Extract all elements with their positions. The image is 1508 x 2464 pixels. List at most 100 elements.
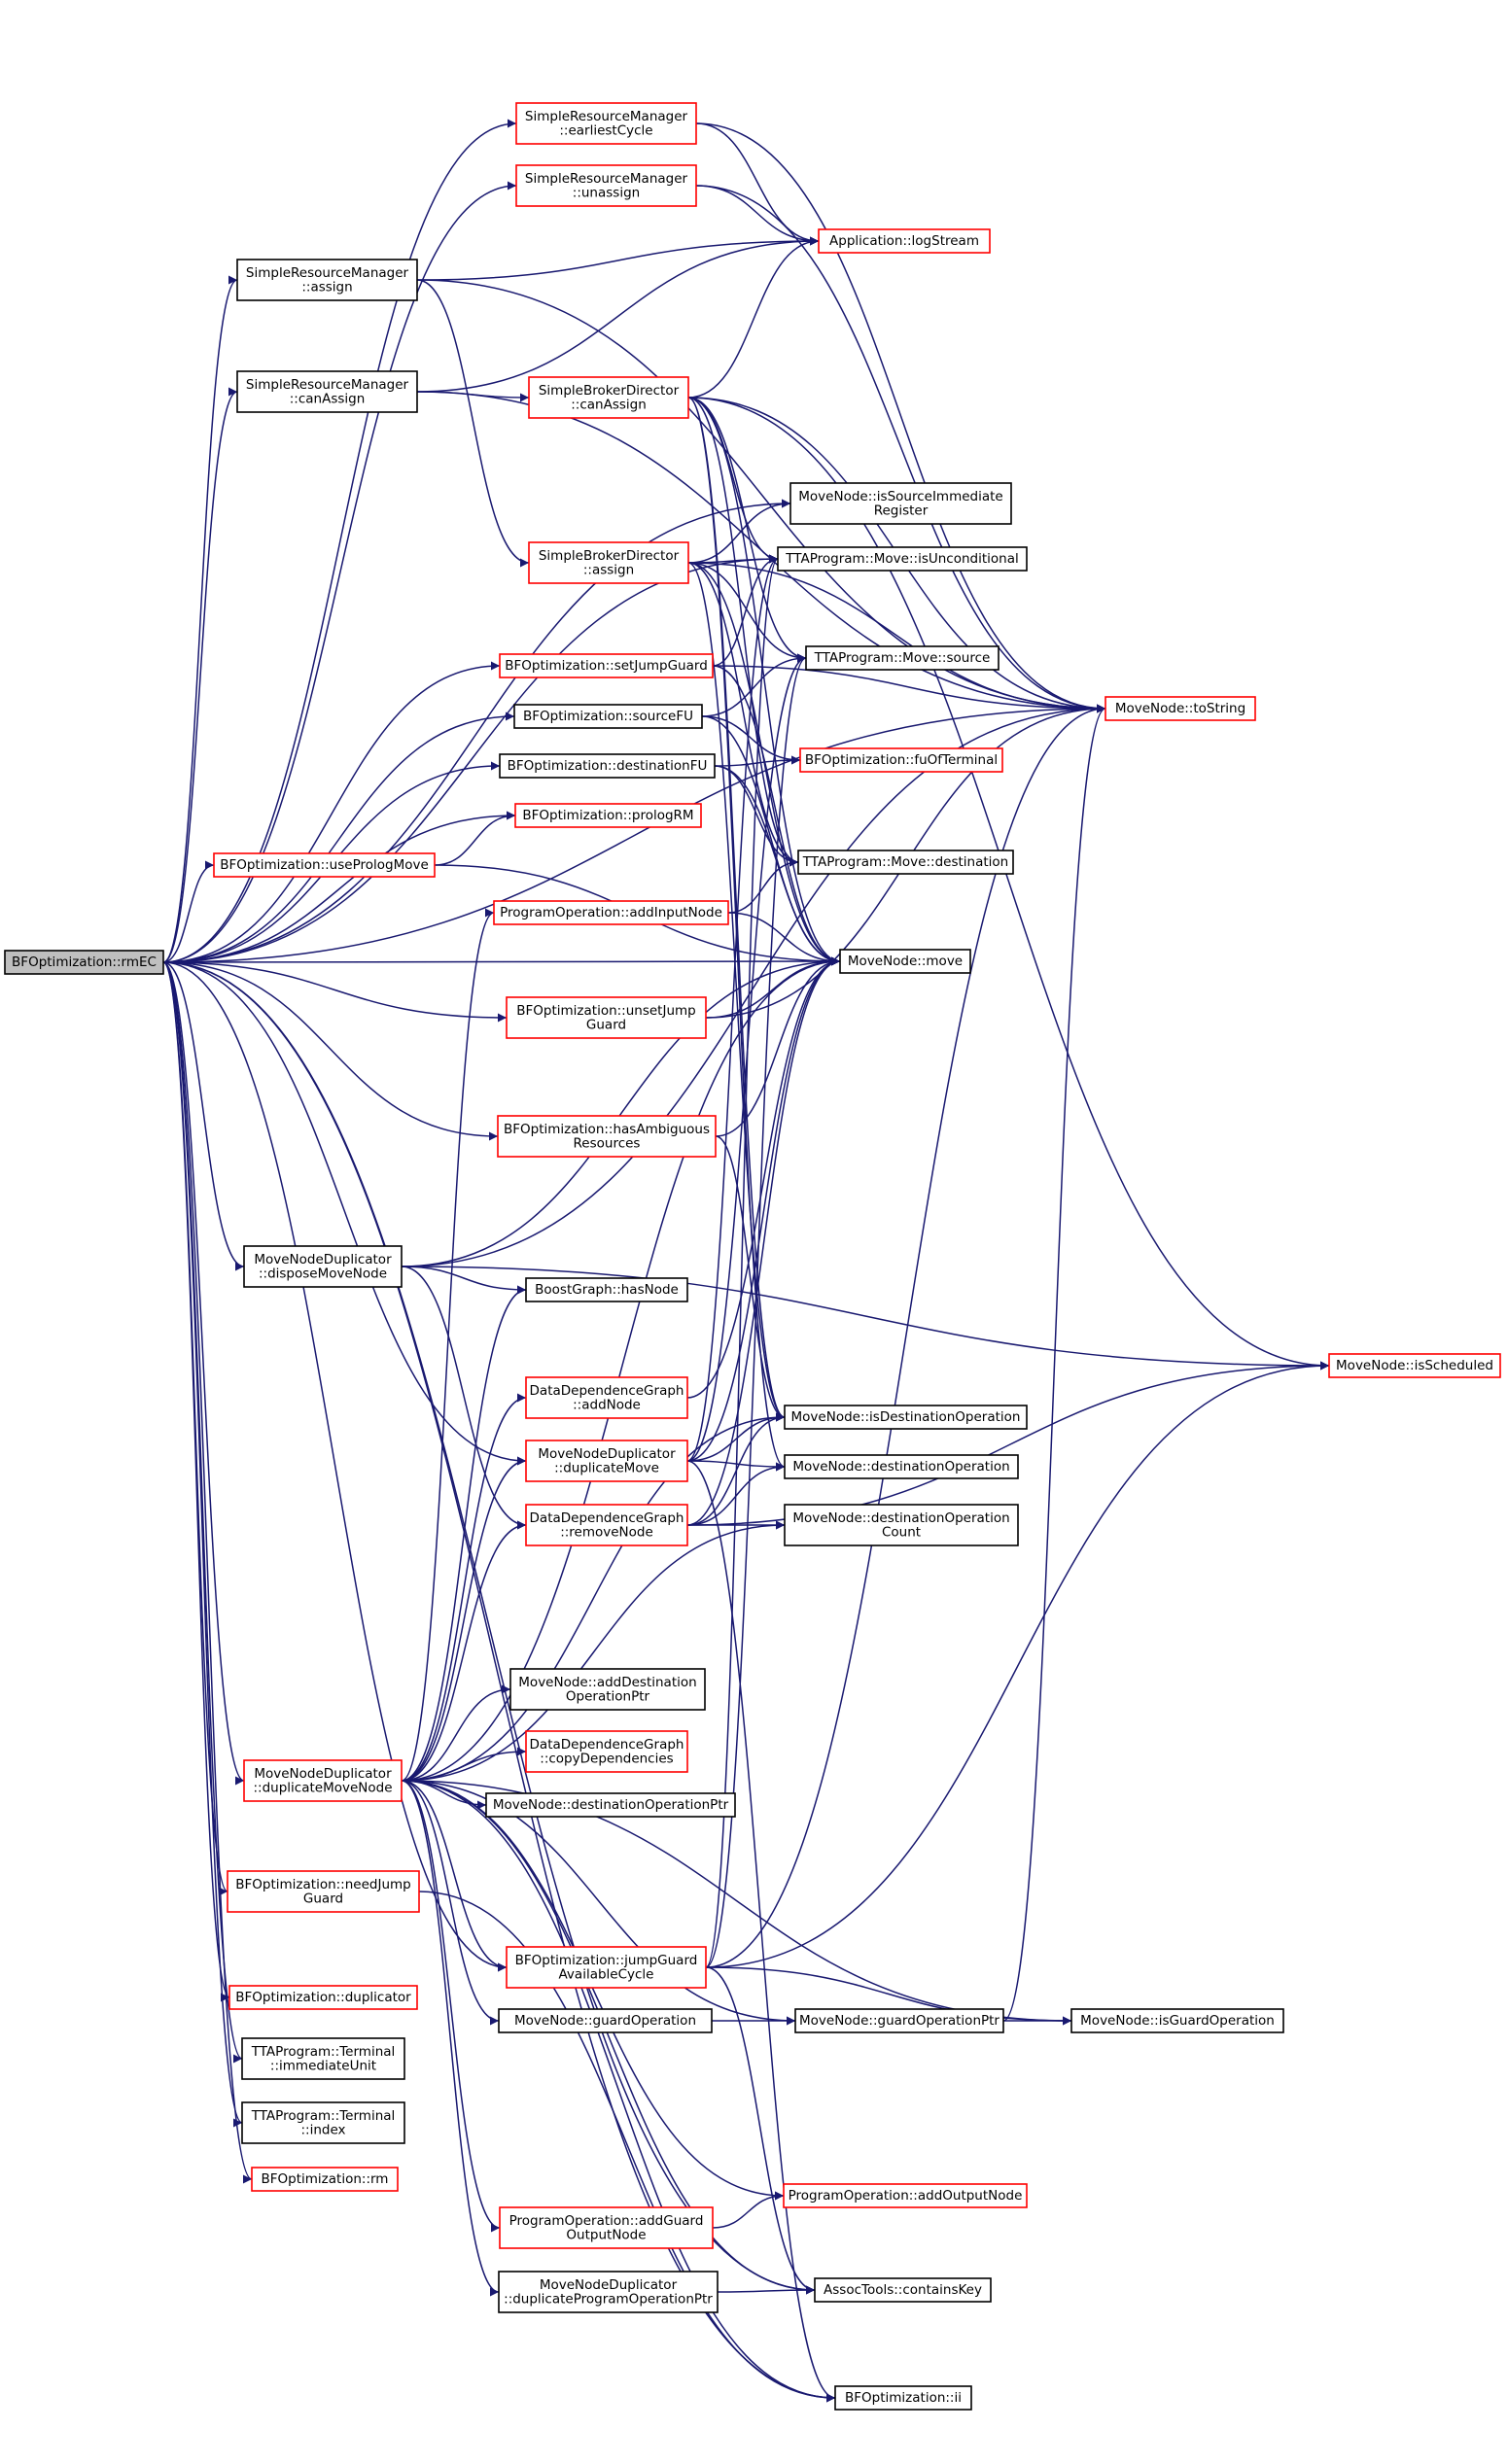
graph-edge xyxy=(705,1966,816,2295)
node-label: TTAProgram::Terminal xyxy=(251,2044,396,2060)
graph-node[interactable]: BoostGraph::hasNode xyxy=(525,1277,688,1302)
edge-path xyxy=(701,653,807,717)
node-box xyxy=(506,1946,707,1989)
graph-edge xyxy=(416,279,1106,713)
graph-node[interactable]: TTAProgram::Terminal::index xyxy=(241,2101,405,2144)
graph-node[interactable]: MoveNode::destinationOperationPtr xyxy=(485,1792,736,1818)
graph-edge xyxy=(162,961,245,1271)
graph-edge xyxy=(715,1135,786,1422)
edge-path xyxy=(162,275,238,963)
edge-path xyxy=(401,1520,527,1782)
node-box xyxy=(784,1454,1019,1479)
graph-node[interactable]: DataDependenceGraph::addNode xyxy=(525,1376,688,1419)
graph-node[interactable]: MoveNode::isScheduled xyxy=(1328,1353,1501,1378)
graph-node[interactable]: DataDependenceGraph::removeNode xyxy=(525,1504,688,1546)
node-box xyxy=(783,2183,1028,2208)
graph-node[interactable]: ProgramOperation::addOutputNode xyxy=(783,2183,1028,2208)
edge-path xyxy=(162,961,499,1141)
edge-path xyxy=(712,665,841,966)
edge-path xyxy=(705,554,779,1968)
edge-path xyxy=(705,1966,816,2295)
graph-node[interactable]: BFOptimization::prologRM xyxy=(514,803,702,828)
graph-node[interactable]: ProgramOperation::addInputNode xyxy=(493,900,729,925)
graph-node[interactable]: BFOptimization::fuOfTerminal xyxy=(799,747,1003,773)
graph-node[interactable]: SimpleBrokerDirector::canAssign xyxy=(528,376,689,419)
graph-node[interactable]: SimpleResourceManager::unassign xyxy=(515,164,697,207)
node-label: MoveNode::isDestinationOperation xyxy=(791,1409,1021,1425)
graph-node[interactable]: MoveNode::move xyxy=(839,949,971,974)
graph-edge xyxy=(727,857,799,914)
edge-path xyxy=(401,1780,500,2297)
graph-edge xyxy=(705,1361,1330,1968)
graph-node[interactable]: MoveNode::toString xyxy=(1105,696,1256,721)
graph-node[interactable]: BFOptimization::rmEC xyxy=(4,950,164,975)
graph-node[interactable]: SimpleResourceManager::earliestCycle xyxy=(515,102,697,145)
graph-node[interactable]: BFOptimization::ii xyxy=(834,2385,972,2411)
edge-path xyxy=(705,704,1106,1968)
edge-path xyxy=(727,912,841,966)
node-label: DataDependenceGraph xyxy=(530,1737,684,1753)
graph-node[interactable]: MoveNodeDuplicator::duplicateMove xyxy=(525,1440,688,1482)
graph-node[interactable]: BFOptimization::usePrologMove xyxy=(213,852,436,878)
graph-edge xyxy=(418,1891,836,2403)
graph-node[interactable]: TTAProgram::Move::source xyxy=(805,645,999,671)
graph-node[interactable]: SimpleResourceManager::canAssign xyxy=(236,370,418,413)
edge-path xyxy=(695,122,820,246)
graph-edge xyxy=(705,554,779,1968)
graph-node[interactable]: BFOptimization::destinationFU xyxy=(499,753,716,779)
graph-edge xyxy=(687,562,1106,713)
node-label: Application::logStream xyxy=(829,233,979,249)
graph-node[interactable]: Application::logStream xyxy=(818,228,991,254)
graph-node[interactable]: DataDependenceGraph::copyDependencies xyxy=(525,1730,688,1773)
node-box xyxy=(1328,1353,1501,1378)
graph-edge xyxy=(434,811,516,866)
graph-node[interactable]: MoveNodeDuplicator::duplicateMoveNode xyxy=(243,1759,403,1802)
edge-path xyxy=(715,1135,786,1422)
graph-node[interactable]: TTAProgram::Move::destination xyxy=(797,850,1014,875)
graph-edge xyxy=(162,961,253,2184)
graph-node[interactable]: MoveNode::guardOperation xyxy=(498,2008,713,2033)
graph-node[interactable]: BFOptimization::duplicator xyxy=(228,1985,418,2010)
graph-node[interactable]: AssocTools::containsKey xyxy=(814,2277,992,2303)
graph-edge xyxy=(727,912,841,966)
edge-path xyxy=(1002,704,1106,2022)
graph-node[interactable]: BFOptimization::rm xyxy=(251,2167,399,2192)
edge-path xyxy=(434,811,516,866)
graph-edge xyxy=(162,961,245,1786)
node-box xyxy=(241,2037,405,2080)
graph-node[interactable]: BFOptimization::setJumpGuard xyxy=(499,653,714,678)
graph-node[interactable]: TTAProgram::Move::isUnconditional xyxy=(777,546,1028,572)
graph-node[interactable]: TTAProgram::Terminal::immediateUnit xyxy=(241,2037,405,2080)
graph-node[interactable]: MoveNode::destinationOperation xyxy=(784,1454,1019,1479)
edge-path xyxy=(686,1412,786,1462)
edge-path xyxy=(401,1780,816,2295)
edge-path xyxy=(401,1285,527,1782)
graph-node[interactable]: MoveNode::isGuardOperation xyxy=(1070,2008,1284,2033)
graph-edge xyxy=(687,236,820,399)
edge-path xyxy=(162,961,245,1271)
node-box xyxy=(525,1440,688,1482)
graph-node[interactable]: MoveNode::guardOperationPtr xyxy=(794,2008,1004,2033)
node-label: ::assign xyxy=(301,279,352,295)
graph-node[interactable]: MoveNodeDuplicator::disposeMoveNode xyxy=(243,1245,403,1288)
edge-path xyxy=(686,956,841,1526)
graph-node[interactable]: MoveNodeDuplicator::duplicateProgramOper… xyxy=(498,2271,719,2313)
graph-node[interactable]: SimpleBrokerDirector::assign xyxy=(528,541,689,584)
graph-node[interactable]: MoveNode::isDestinationOperation xyxy=(784,1405,1028,1430)
edge-path xyxy=(401,1780,508,1972)
graph-edge xyxy=(162,119,517,963)
graph-node[interactable]: BFOptimization::sourceFU xyxy=(513,704,703,729)
edge-path xyxy=(162,961,527,1466)
edge-path xyxy=(705,956,841,1019)
edge-path xyxy=(416,236,820,393)
graph-node[interactable]: SimpleResourceManager::assign xyxy=(236,259,418,301)
